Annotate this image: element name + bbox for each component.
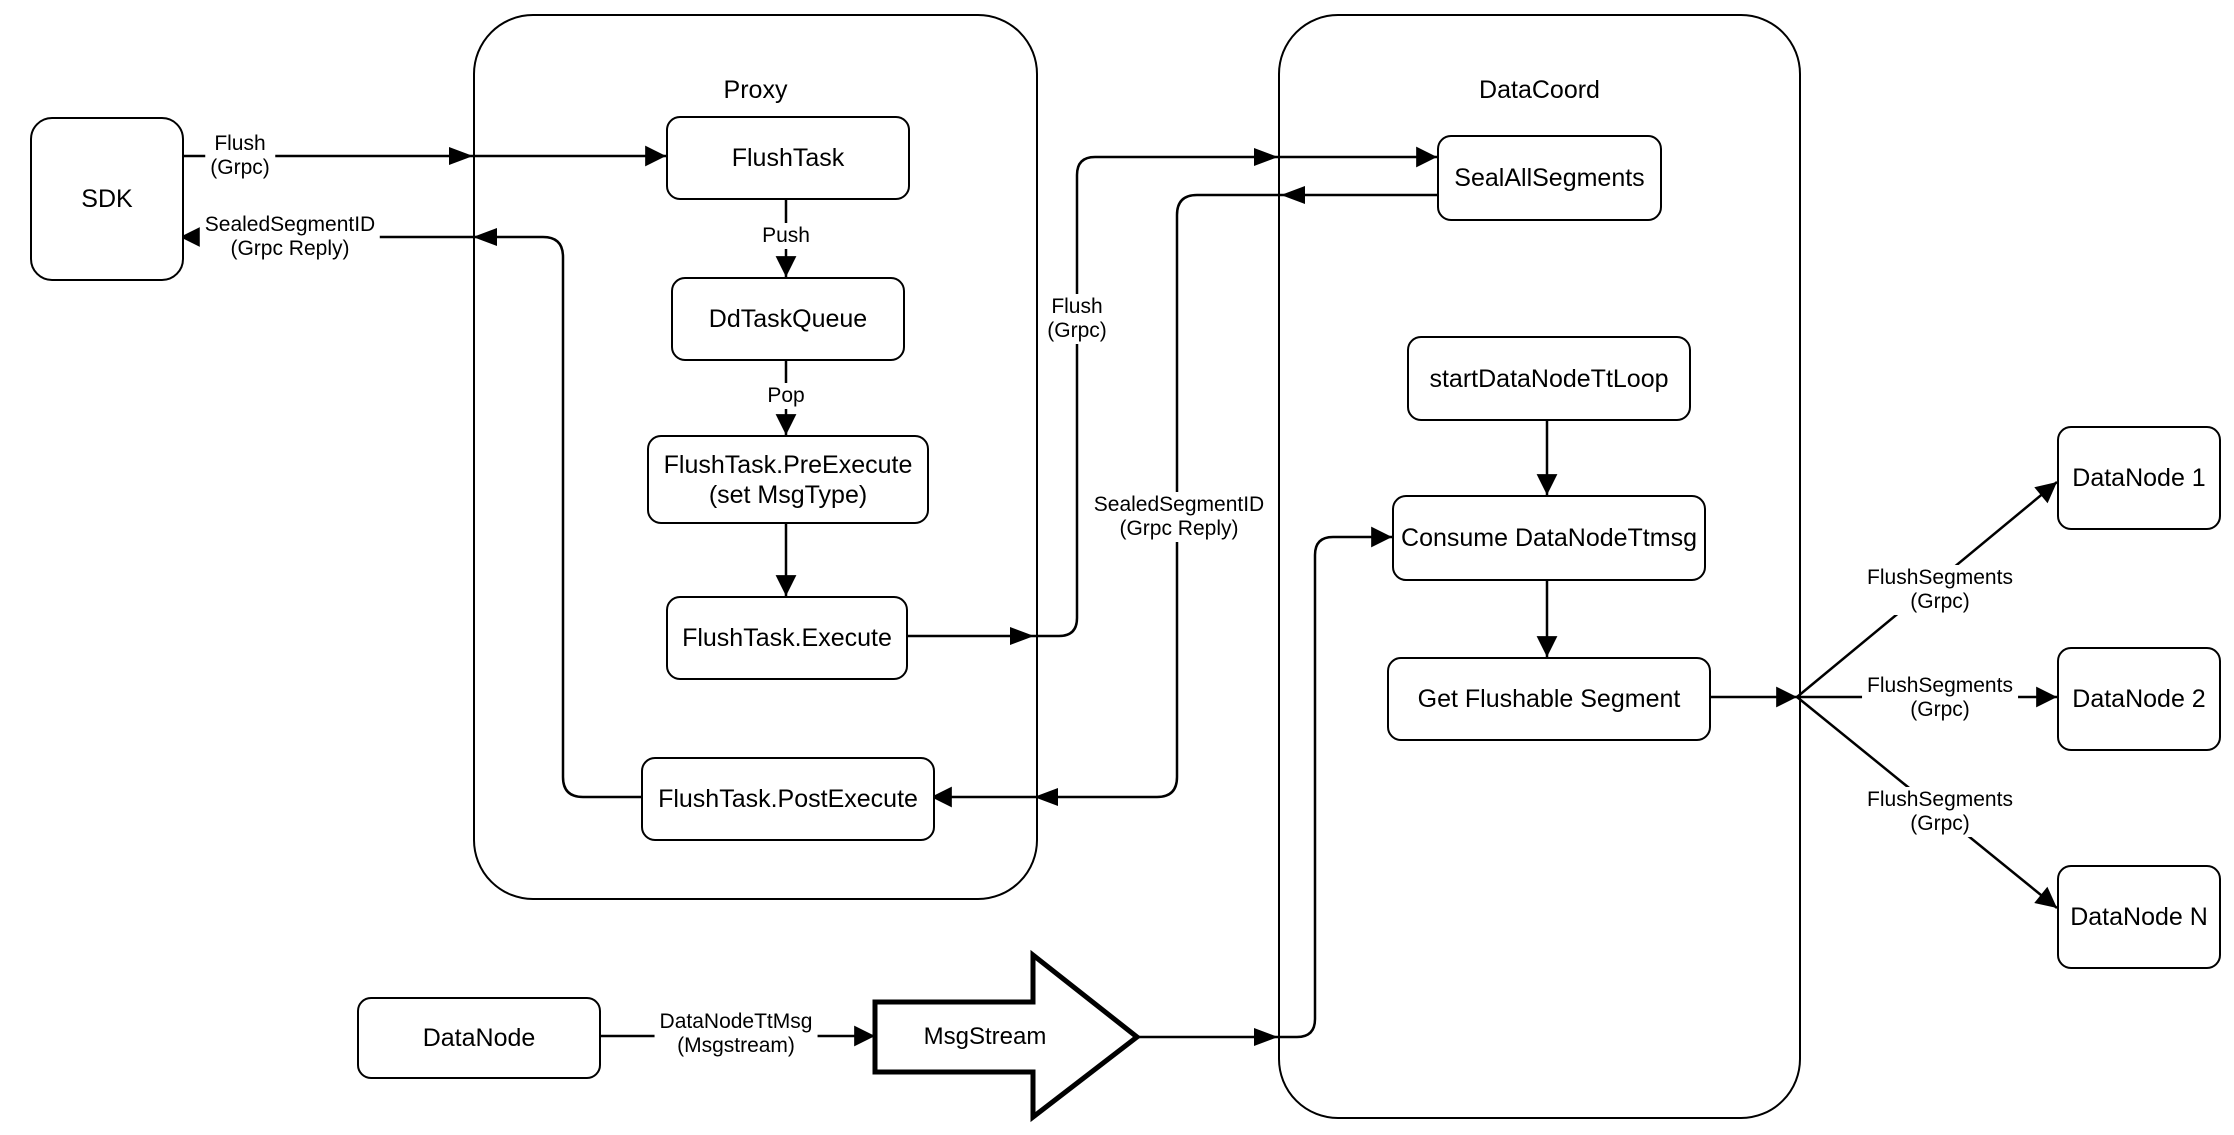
node-preexecute: FlushTask.PreExecute (set MsgType) [647, 435, 929, 524]
node-datanoden: DataNode N [2057, 865, 2221, 969]
node-postexecute: FlushTask.PostExecute [641, 757, 935, 841]
datacoord-container-label: DataCoord [1479, 76, 1600, 104]
node-datanode1: DataNode 1 [2057, 426, 2221, 530]
edge-label-flushsegments-3-line1: FlushSegments [1867, 788, 2013, 811]
node-preexecute-sublabel: (set MsgType) [708, 480, 868, 509]
edge-label-datanodettmsg-line2: (Msgstream) [677, 1034, 795, 1057]
edge-label-flushsegments-2-line1: FlushSegments [1867, 674, 2013, 697]
edge-label-sealedsegmentid-sdk: SealedSegmentID (Grpc Reply) [199, 212, 381, 262]
msgstream-block-arrow-shape [872, 949, 1142, 1123]
node-datanode-bottom: DataNode [357, 997, 601, 1079]
msgstream-label: MsgStream [923, 1023, 1047, 1050]
edge-label-flush-sdk-line2: (Grpc) [210, 156, 270, 179]
node-postexecute-label: FlushTask.PostExecute [658, 785, 918, 813]
edge-label-sealedsegmentid-sdk-line2: (Grpc Reply) [230, 237, 350, 260]
node-getflushablesegment-label: Get Flushable Segment [1417, 685, 1681, 713]
node-sealallsegments: SealAllSegments [1437, 135, 1662, 221]
edge-label-flush-sdk-line1: Flush [214, 132, 266, 155]
edge-label-flush-datacoord-line2: (Grpc) [1047, 319, 1107, 342]
node-execute-label: FlushTask.Execute [682, 624, 892, 652]
proxy-container: Proxy [473, 14, 1038, 900]
edge-label-flush-datacoord: Flush (Grpc) [1042, 294, 1112, 344]
arrowhead-datacoord-bottom-entry [1254, 1028, 1278, 1046]
arrowhead-proxy-boundary-in [449, 147, 473, 165]
node-startdatanodettloop-label: startDataNodeTtLoop [1429, 364, 1669, 393]
edge-label-flushsegments-1: FlushSegments (Grpc) [1862, 565, 2018, 615]
edge-label-flushsegments-2-line2: (Grpc) [1910, 698, 1970, 721]
edge-label-flush-sdk: Flush (Grpc) [205, 131, 275, 181]
edge-label-flushsegments-3-line2: (Grpc) [1910, 812, 1970, 835]
datacoord-container: DataCoord [1278, 14, 1801, 1119]
node-sdk: SDK [30, 117, 184, 281]
node-datanoden-label: DataNode N [2070, 903, 2208, 931]
node-sealallsegments-label: SealAllSegments [1454, 164, 1645, 192]
edge-label-flushsegments-3: FlushSegments (Grpc) [1862, 787, 2018, 837]
edge-label-push: Push [757, 223, 815, 249]
edge-label-flushsegments-1-line2: (Grpc) [1910, 590, 1970, 613]
edge-label-sealedsegmentid-datacoord-line2: (Grpc Reply) [1119, 517, 1239, 540]
edge-execute-to-sealallsegments [904, 146, 1437, 638]
proxy-container-label: Proxy [723, 76, 788, 104]
node-ddtaskqueue-label: DdTaskQueue [708, 305, 868, 333]
arrowhead-datacoord-entry [1254, 148, 1278, 166]
node-consumedatanodettmsg-label: Consume DataNodeTtmsg [1401, 524, 1697, 552]
edge-label-flushsegments-2: FlushSegments (Grpc) [1862, 673, 2018, 723]
node-preexecute-label: FlushTask.PreExecute [663, 450, 913, 479]
node-datanode-bottom-label: DataNode [422, 1024, 536, 1052]
edge-label-flush-datacoord-line1: Flush [1051, 295, 1103, 318]
edge-label-flushsegments-1-line1: FlushSegments [1867, 566, 2013, 589]
node-execute: FlushTask.Execute [666, 596, 908, 680]
node-startdatanodettloop: startDataNodeTtLoop [1407, 336, 1691, 421]
edge-label-sealedsegmentid-datacoord-line1: SealedSegmentID [1093, 493, 1265, 516]
node-datanode1-label: DataNode 1 [2072, 464, 2206, 492]
node-sdk-label: SDK [81, 185, 133, 213]
arrowhead-proxy-reentry [1034, 788, 1058, 806]
edge-msgstream-to-consume [1137, 526, 1392, 1039]
edge-postexecute-to-sdk [180, 226, 641, 799]
edge-label-pop: Pop [762, 383, 810, 409]
edge-label-sealedsegmentid-sdk-line1: SealedSegmentID [204, 213, 376, 236]
node-consumedatanodettmsg: Consume DataNodeTtmsg [1392, 495, 1706, 581]
node-getflushablesegment: Get Flushable Segment [1387, 657, 1711, 741]
arrowhead-proxy-exit [1010, 627, 1034, 645]
edge-label-sealedsegmentid-datacoord: SealedSegmentID (Grpc Reply) [1088, 492, 1270, 542]
edge-label-datanodettmsg: DataNodeTtMsg (Msgstream) [654, 1009, 818, 1059]
arrowhead-datacoord-exit [1281, 186, 1305, 204]
edge-label-datanodettmsg-line1: DataNodeTtMsg [659, 1010, 813, 1033]
node-ddtaskqueue: DdTaskQueue [671, 277, 905, 361]
node-flushtask: FlushTask [666, 116, 910, 200]
node-flushtask-label: FlushTask [731, 144, 845, 172]
arrowhead-proxy-boundary-out [473, 228, 497, 246]
node-datanode2-label: DataNode 2 [2072, 685, 2206, 713]
node-datanode2: DataNode 2 [2057, 647, 2221, 751]
